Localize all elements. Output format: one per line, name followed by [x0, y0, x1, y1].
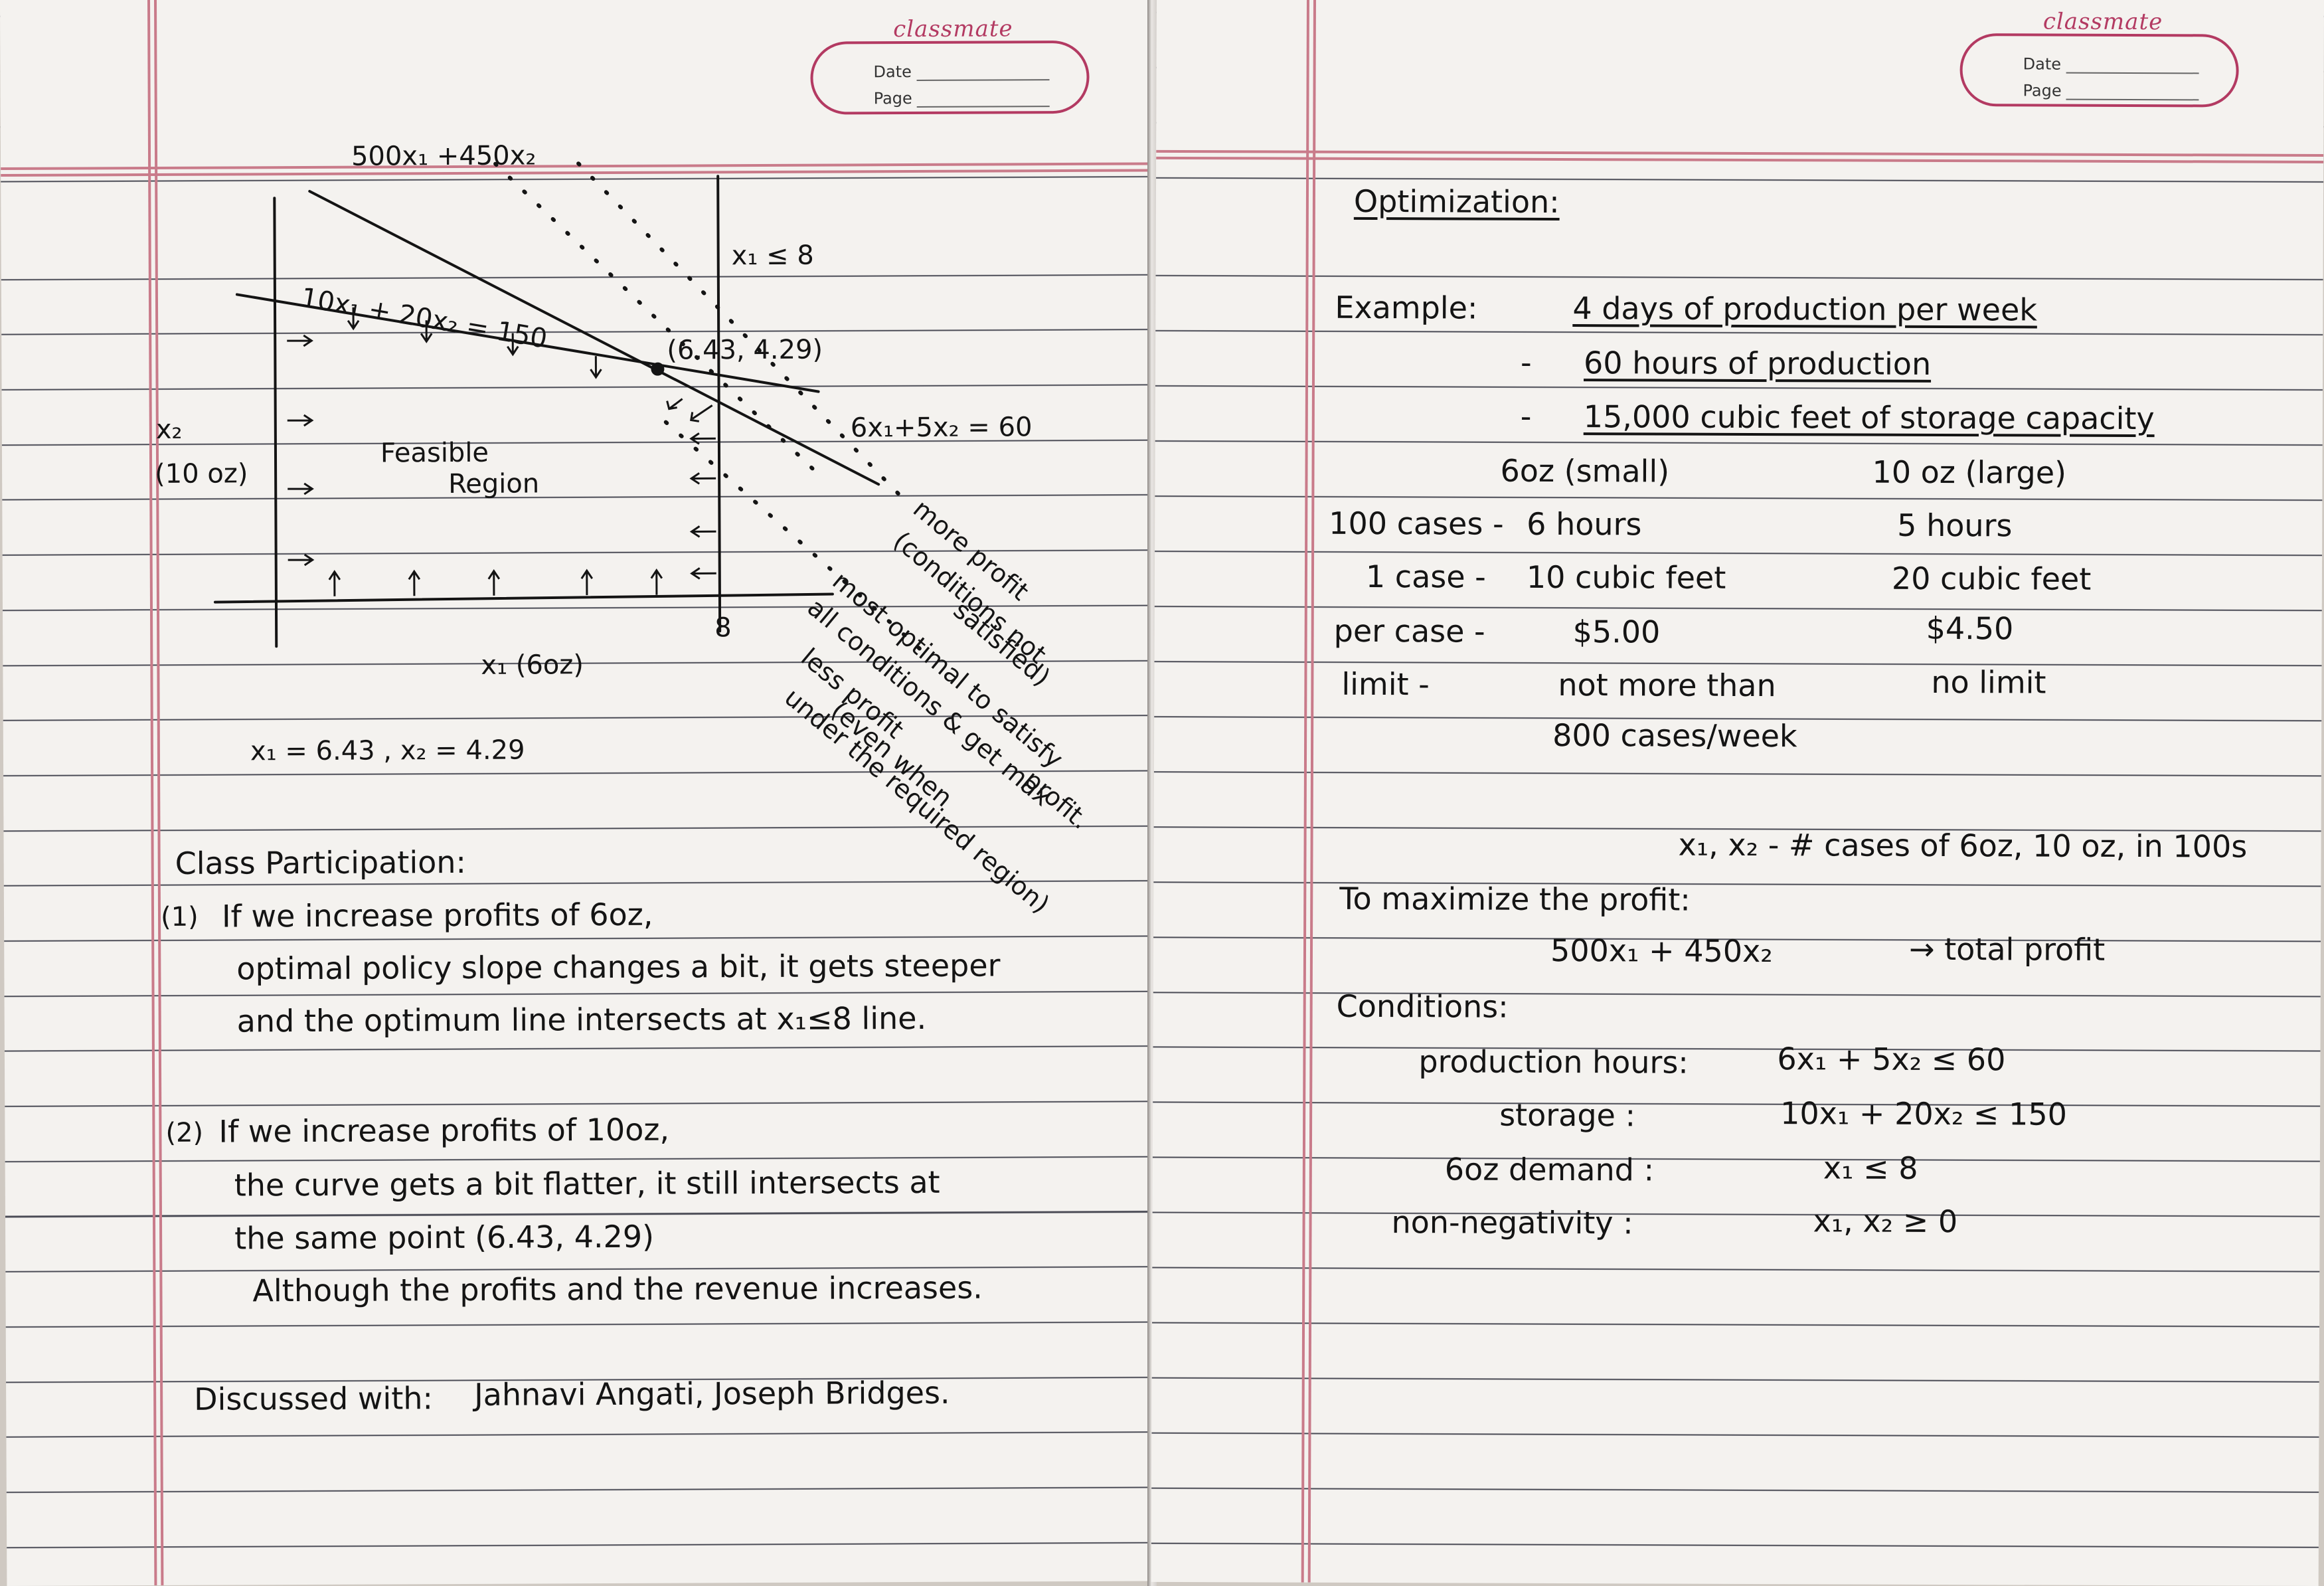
x1-le-8-line [716, 175, 722, 633]
x1-le-8-label: x₁ ≤ 8 [731, 240, 814, 272]
page-label: Page [2023, 81, 2062, 100]
example-line-1: 4 days of production per week [1572, 290, 2038, 328]
item1-line1: If we increase profits of 6oz, [221, 896, 653, 934]
brand-logo-text: classmate [2042, 8, 2163, 36]
margin-line-2 [1307, 0, 1317, 1583]
row-label-limit: limit - [1341, 665, 1430, 703]
class-participation-heading: Class Participation: [175, 843, 467, 881]
column-large-header: 10 oz (large) [1872, 454, 2067, 491]
hours-constraint-label: 6x₁+5x₂ = 60 [850, 412, 1033, 444]
y-axis [273, 197, 278, 648]
lp-graph [213, 161, 935, 662]
feasible-label: Feasible [380, 437, 489, 469]
condition-storage-expr: 10x₁ + 20x₂ ≤ 150 [1780, 1095, 2068, 1132]
condition-hours-expr: 6x₁ + 5x₂ ≤ 60 [1777, 1041, 2006, 1078]
item1-number: (1) [160, 901, 199, 932]
feasibility-arrows [287, 307, 716, 596]
item1-line3: and the optimum line intersects at x₁≤8 … [236, 1000, 927, 1039]
example-dash-2: - [1520, 344, 1532, 381]
item2-line1: If we increase profits of 10oz, [218, 1111, 670, 1150]
example-line-3: 15,000 cubic feet of storage capacity [1583, 398, 2155, 437]
optimal-point [651, 362, 665, 376]
discussed-with-names: Jahnavi Angati, Joseph Bridges. [474, 1374, 950, 1413]
row-label-price: per case - [1333, 612, 1485, 650]
row-small-volume: 10 cubic feet [1526, 559, 1726, 596]
condition-hours-name: production hours: [1418, 1043, 1689, 1081]
classmate-badge: classmate Date Page [1959, 8, 2239, 108]
row-label-hours: 100 cases - [1329, 505, 1504, 542]
x-axis [213, 592, 834, 604]
solution-values: x₁ = 6.43 , x₂ = 4.29 [250, 735, 525, 767]
objective-function: 500x₁ + 450x₂ [1550, 932, 1773, 970]
hours-constraint-line [308, 189, 880, 486]
left-notebook-page: classmate Date Page [0, 0, 1155, 1586]
item1-line2: optimal policy slope changes a bit, it g… [236, 947, 1001, 987]
example-label: Example: [1335, 289, 1478, 326]
profit-line-label: 500x₁ +450x₂ [351, 140, 537, 172]
column-small-header: 6oz (small) [1500, 452, 1670, 489]
date-label: Date [2023, 54, 2062, 74]
row-small-price: $5.00 [1572, 614, 1661, 650]
maximize-label: To maximize the profit: [1339, 880, 1691, 918]
row-label-volume: 1 case - [1365, 558, 1486, 595]
region-label: Region [448, 468, 540, 500]
condition-nonneg-name: non-negativity : [1391, 1204, 1633, 1241]
example-line-2: 60 hours of production [1583, 345, 1932, 382]
intersection-label: (6.43, 4.29) [667, 334, 823, 366]
item2-line4: Although the profits and the revenue inc… [252, 1269, 983, 1309]
row-large-limit: no limit [1931, 663, 2046, 701]
y-axis-unit-label: (10 oz) [155, 458, 248, 489]
page-title: Optimization: [1353, 183, 1560, 220]
row-small-limit-2: 800 cases/week [1552, 717, 1797, 754]
discussed-with-label: Discussed with: [194, 1380, 434, 1417]
conditions-label: Conditions: [1336, 988, 1509, 1025]
variables-definition: x₁, x₂ - # cases of 6oz, 10 oz, in 100s [1678, 826, 2248, 865]
condition-demand-expr: x₁ ≤ 8 [1823, 1150, 1918, 1186]
right-notebook-page: classmate Date Page Optimization: Exampl… [1151, 0, 2324, 1586]
condition-storage-name: storage : [1499, 1097, 1636, 1134]
y-axis-label: x₂ [155, 414, 183, 445]
profit-dotted-lines [493, 161, 935, 662]
item2-line3: the same point (6.43, 4.29) [234, 1218, 655, 1257]
item2-number: (2) [165, 1117, 204, 1148]
row-large-hours: 5 hours [1897, 507, 2013, 544]
row-small-limit: not more than [1558, 666, 1776, 704]
x-axis-label: x₁ (6oz) [481, 650, 584, 681]
x-tick-8: 8 [714, 612, 732, 644]
condition-demand-name: 6oz demand : [1444, 1151, 1655, 1188]
condition-nonneg-expr: x₁, x₂ ≥ 0 [1813, 1203, 1958, 1240]
item2-line2: the curve gets a bit flatter, it still i… [234, 1164, 940, 1203]
example-dash-3: - [1520, 398, 1532, 434]
objective-note: → total profit [1908, 930, 2106, 968]
badge-outline [1959, 33, 2239, 108]
row-small-hours: 6 hours [1527, 505, 1642, 543]
row-large-volume: 20 cubic feet [1891, 560, 2092, 597]
row-large-price: $4.50 [1926, 610, 2014, 647]
storage-constraint-line [235, 293, 820, 393]
